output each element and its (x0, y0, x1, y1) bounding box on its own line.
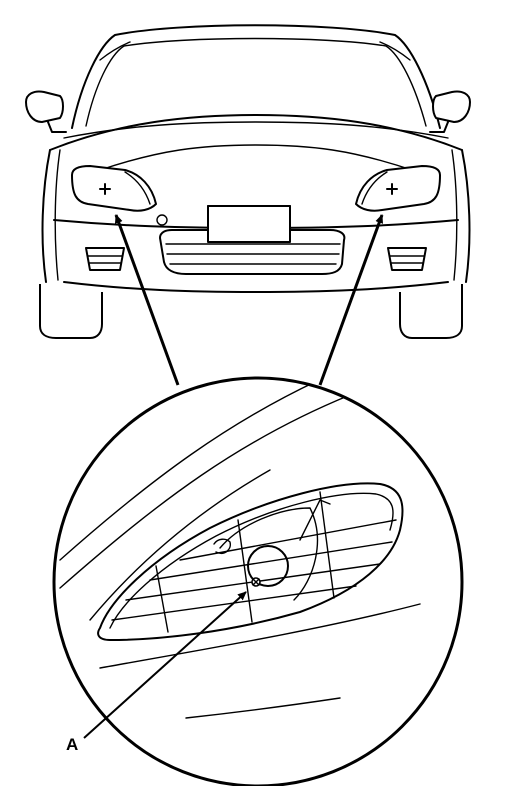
callout-label-a: A (66, 735, 79, 754)
right-pointer-arrow (318, 214, 384, 386)
callout-leader-line (83, 591, 247, 739)
left-tire (39, 284, 103, 339)
front-grille (159, 229, 346, 275)
right-headlight (355, 165, 441, 212)
left-headlight (71, 165, 157, 212)
aiming-screw-icon (251, 577, 261, 587)
car-front-view (25, 24, 471, 339)
reflector-bulb (247, 545, 289, 587)
headlight-housing (97, 482, 404, 641)
body-right-side (461, 149, 471, 283)
body-left-side (41, 149, 51, 283)
detail-magnifier (52, 376, 464, 786)
windshield-inner (85, 37, 427, 127)
right-aim-mark-icon (386, 183, 398, 195)
left-mirror (25, 90, 64, 123)
right-fog-light (387, 247, 427, 271)
right-tire (399, 284, 463, 339)
windshield-frame (71, 24, 441, 129)
left-fog-light (85, 247, 125, 271)
right-mirror (432, 90, 471, 123)
left-aim-mark-icon (99, 183, 111, 195)
left-pointer-arrow (114, 214, 180, 386)
